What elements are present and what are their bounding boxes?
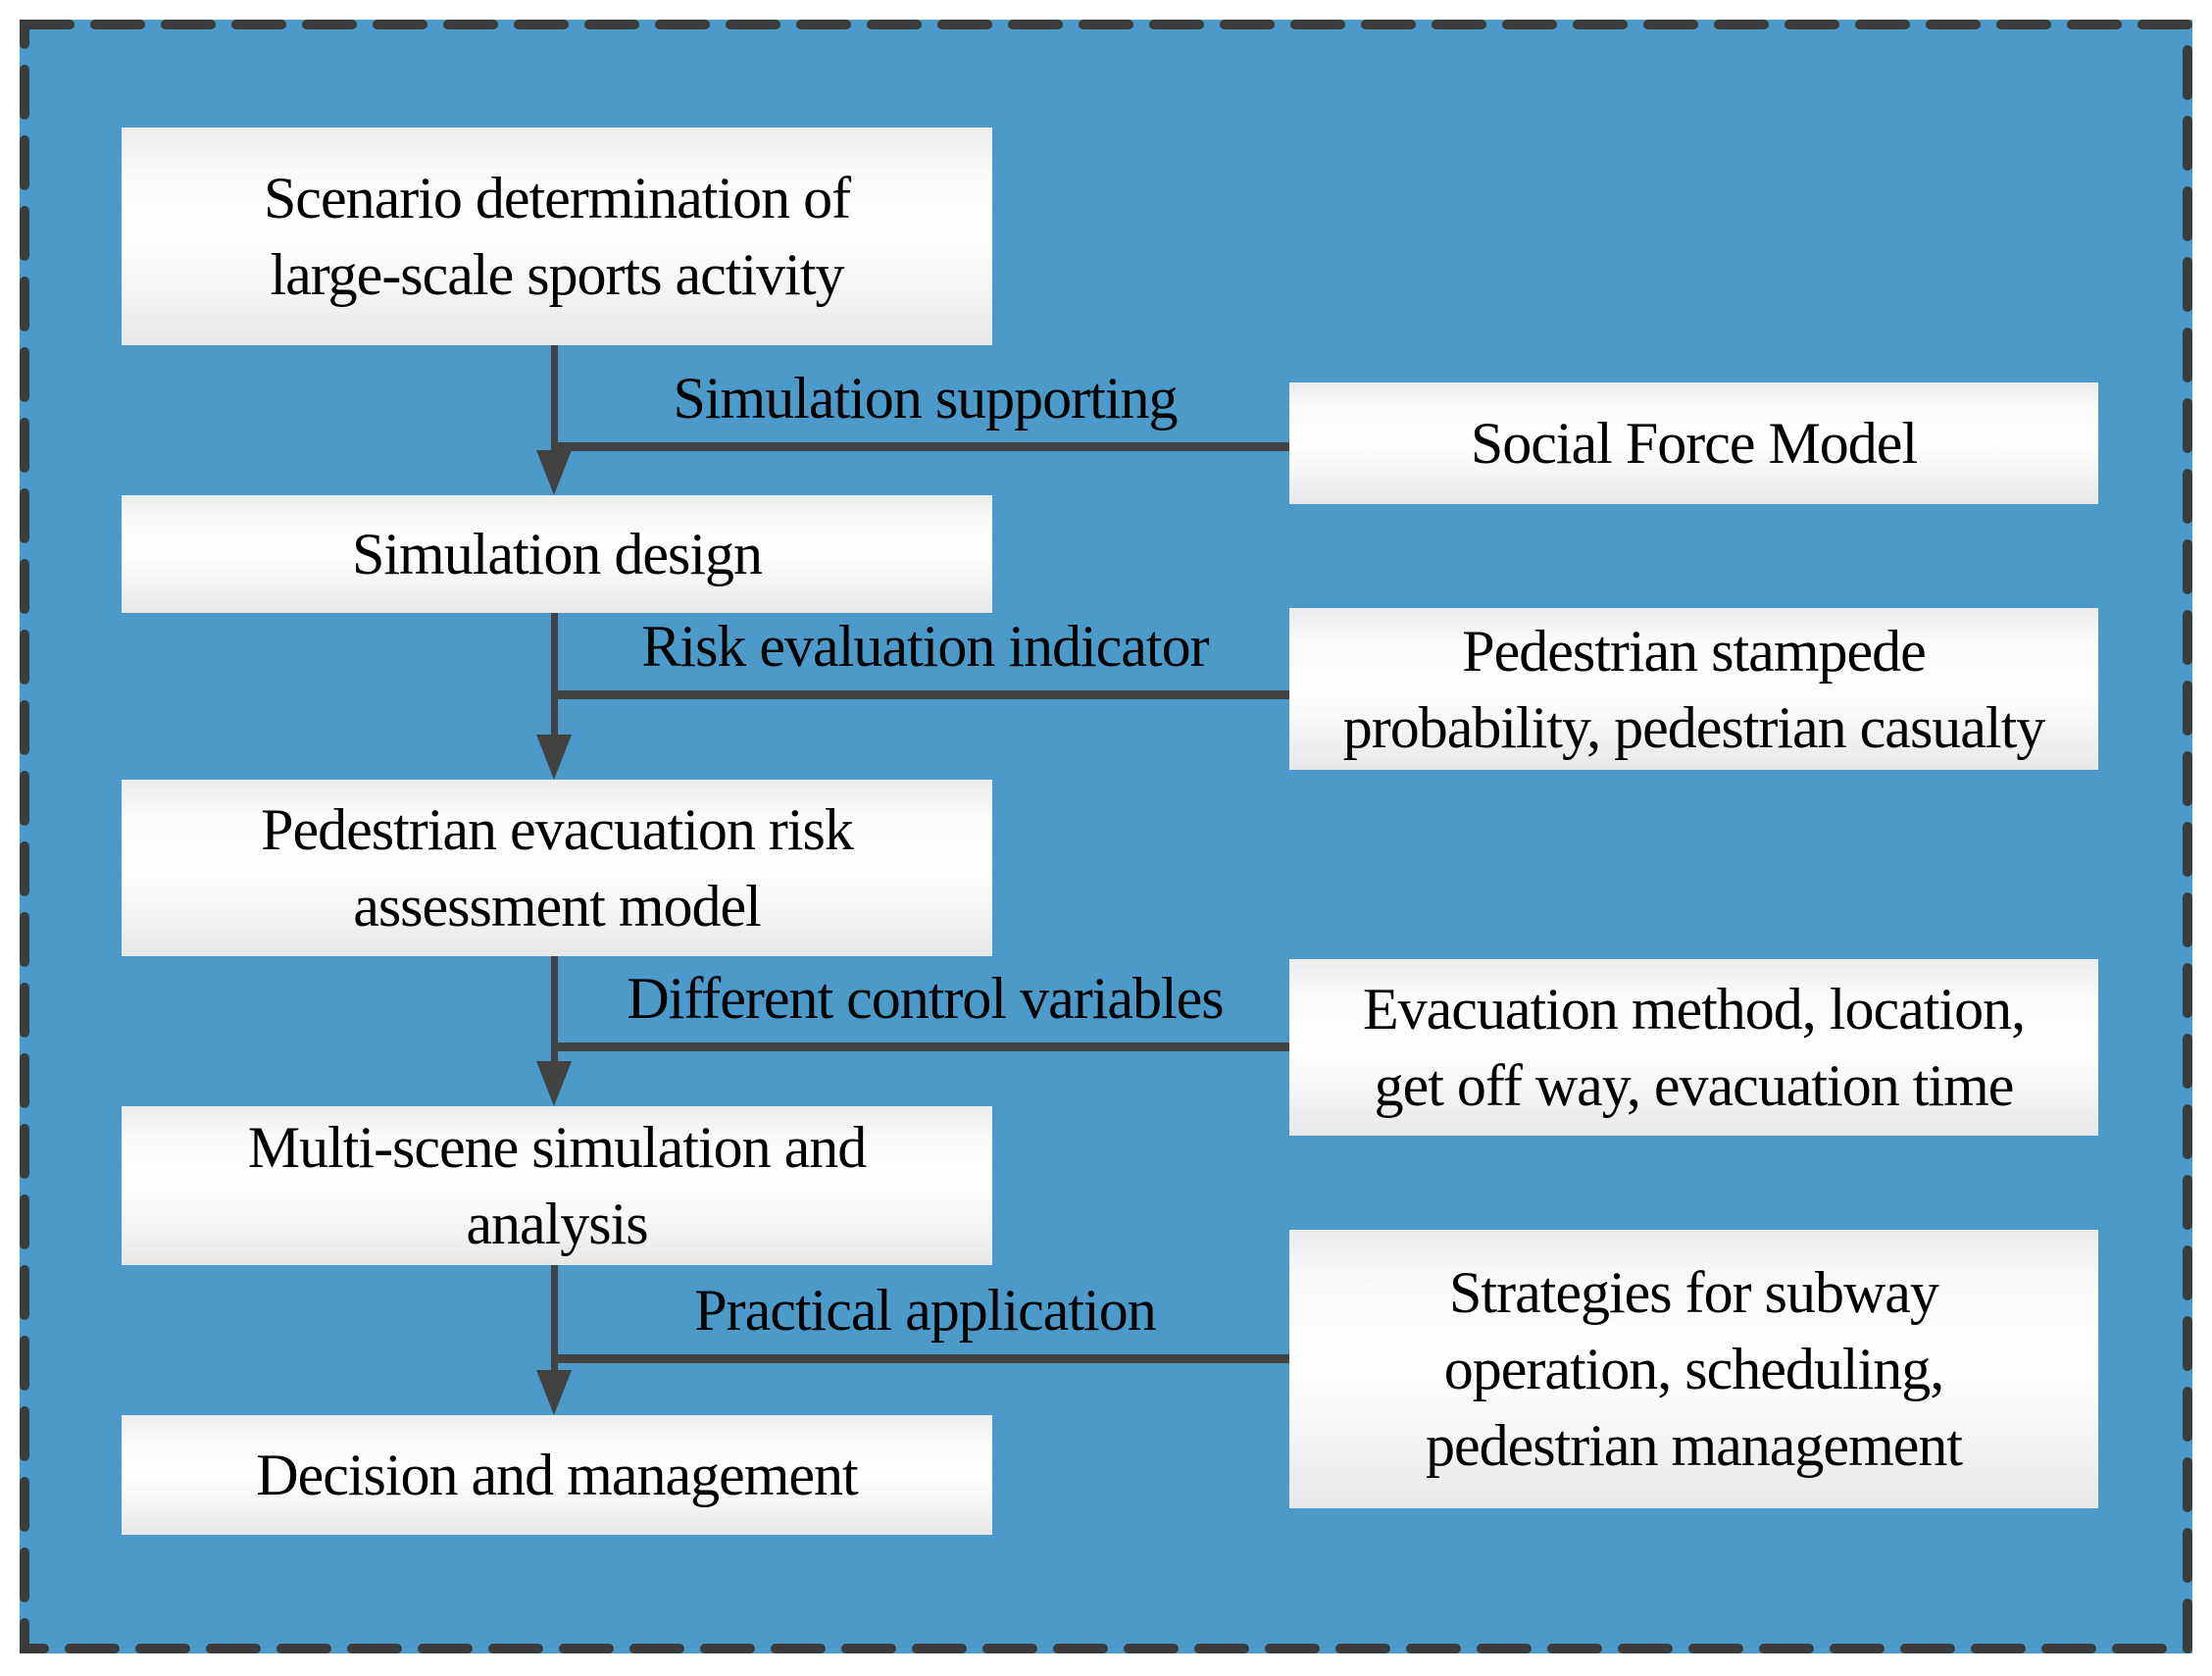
side-box-social-force-model: Social Force Model bbox=[1289, 382, 2098, 504]
side-box-stampede-probability-casualty: Pedestrian stampede probability, pedestr… bbox=[1289, 608, 2098, 770]
connector-risk-indicators bbox=[554, 690, 1289, 699]
side-box-subway-strategies: Strategies for subway operation, schedul… bbox=[1289, 1230, 2098, 1508]
arrow-simulation-design-to-risk-model bbox=[535, 613, 573, 780]
arrow-shaft bbox=[550, 956, 558, 1067]
connector-strategies bbox=[554, 1354, 1289, 1363]
arrow-scenario-to-simulation-design bbox=[535, 345, 573, 495]
edge-label-risk-evaluation-indicator: Risk evaluation indicator bbox=[641, 614, 1209, 679]
arrow-head-icon bbox=[536, 735, 572, 780]
side-box-evacuation-method-location: Evacuation method, location, get off way… bbox=[1289, 959, 2098, 1136]
edge-label-practical-application: Practical application bbox=[694, 1278, 1156, 1343]
flow-box-evacuation-risk-assessment-model: Pedestrian evacuation risk assessment mo… bbox=[122, 780, 992, 956]
arrow-multi-scene-to-decision bbox=[535, 1265, 573, 1415]
arrow-head-icon bbox=[536, 1370, 572, 1415]
flow-box-multi-scene-simulation: Multi-scene simulation and analysis bbox=[122, 1106, 992, 1265]
flow-box-scenario-determination: Scenario determination of large-scale sp… bbox=[122, 127, 992, 345]
edge-label-different-control-variables: Different control variables bbox=[627, 966, 1224, 1031]
flow-box-decision-and-management: Decision and management bbox=[122, 1415, 992, 1535]
diagram-frame: Simulation supporting Risk evaluation in… bbox=[20, 20, 2192, 1653]
edge-label-simulation-supporting: Simulation supporting bbox=[673, 366, 1178, 431]
arrow-shaft bbox=[550, 345, 558, 456]
connector-social-force-model bbox=[554, 442, 1289, 451]
flow-box-simulation-design: Simulation design bbox=[122, 495, 992, 613]
connector-control-variables bbox=[554, 1042, 1289, 1051]
arrow-shaft bbox=[550, 613, 558, 740]
arrow-head-icon bbox=[536, 450, 572, 495]
arrow-head-icon bbox=[536, 1061, 572, 1106]
arrow-risk-model-to-multi-scene bbox=[535, 956, 573, 1106]
arrow-shaft bbox=[550, 1265, 558, 1376]
